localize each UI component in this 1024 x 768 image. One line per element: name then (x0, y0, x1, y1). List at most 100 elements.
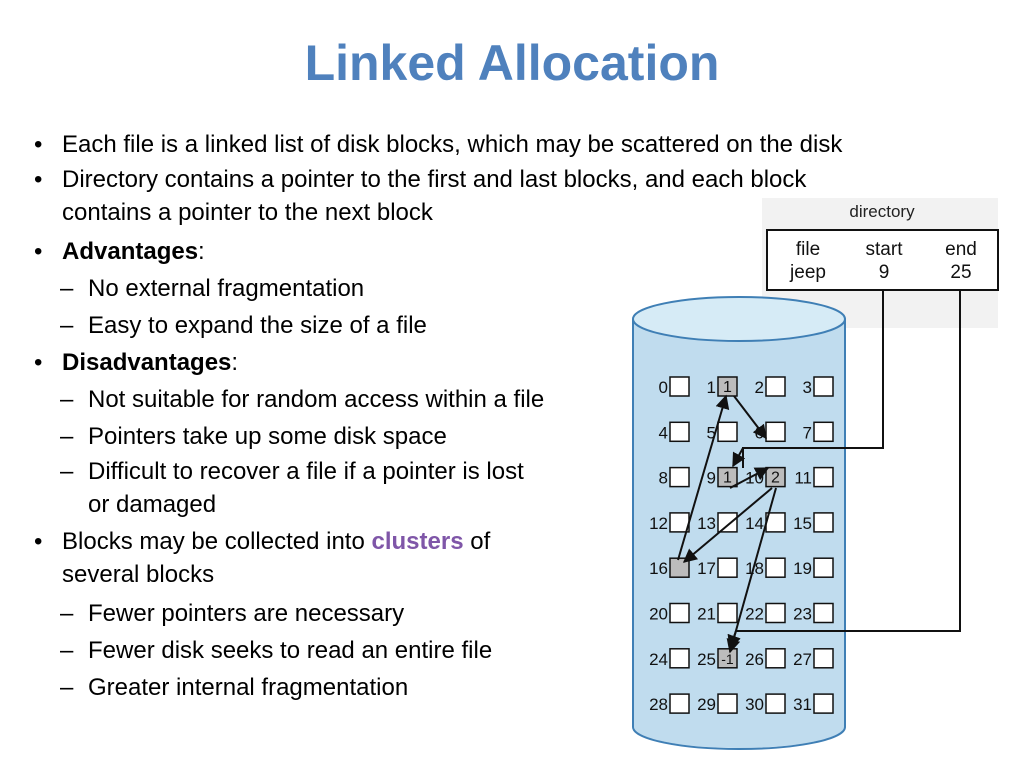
disk-cylinder-bottom (632, 726, 846, 750)
sub-bullet-dash: – (60, 637, 74, 664)
block-8 (669, 466, 690, 488)
chain-arrow-16-to-1 (677, 394, 730, 561)
block-number-19: 19 (793, 559, 812, 578)
block-7 (813, 421, 834, 443)
directory-caption: directory (849, 202, 915, 221)
end-pointer-line (736, 290, 961, 632)
sub-bullet-fewer-seeks: – Fewer disk seeks to read an entire fil… (34, 632, 954, 669)
block-pointer-10: 2 (771, 470, 780, 487)
block-number-8: 8 (659, 469, 668, 488)
block-15 (813, 512, 834, 533)
bullet-text: contains a pointer to the next block (62, 199, 433, 226)
block-24 (669, 648, 690, 669)
bullet-text: Blocks may be collected into (62, 528, 372, 555)
block-number-0: 0 (659, 378, 668, 397)
sub-bullet-text: Pointers take up some disk space (88, 423, 447, 450)
sub-bullet-text: or damaged (88, 491, 217, 518)
colon: : (231, 349, 239, 376)
sub-bullet-dash: – (60, 458, 74, 485)
directory-entry-file: jeep (789, 262, 826, 283)
bullet-dot: • (34, 131, 43, 158)
disk-cylinder-bottom-fill (634, 706, 844, 748)
block-21 (717, 602, 738, 624)
disk-cylinder-body (633, 319, 845, 727)
block-13 (717, 512, 738, 533)
block-pointer-1: 1 (723, 379, 732, 396)
bullet-text: several blocks (62, 561, 215, 588)
sub-bullet-dash: – (60, 386, 74, 413)
block-23 (813, 602, 834, 624)
block-6 (765, 421, 786, 443)
block-number-9: 9 (707, 469, 716, 488)
bullet-text: Directory contains a pointer to the firs… (62, 166, 807, 193)
sub-bullet-dash: – (60, 674, 74, 701)
sub-bullet-dash: – (60, 423, 74, 450)
sub-bullet-text: Greater internal fragmentation (88, 674, 409, 701)
block-number-23: 23 (793, 605, 812, 624)
block-number-15: 15 (793, 514, 812, 533)
block-number-28: 28 (649, 695, 668, 714)
disk-cylinder-top (632, 296, 846, 342)
block-5 (717, 421, 738, 443)
directory-header-start: start (866, 239, 904, 260)
block-number-26: 26 (745, 650, 764, 669)
chain-arrow-10-to-25 (726, 487, 777, 654)
block-number-22: 22 (745, 605, 764, 624)
directory-header-file: file (796, 239, 820, 260)
block-number-16: 16 (649, 559, 668, 578)
block-4 (669, 421, 690, 443)
block-number-20: 20 (649, 605, 668, 624)
bullet-text: Each file is a linked list of disk block… (62, 131, 843, 158)
slide-title: Linked Allocation (304, 35, 720, 91)
directory-header-end: end (945, 239, 977, 260)
block-number-18: 18 (745, 559, 764, 578)
chain-arrow-10-to-16 (682, 487, 773, 563)
block-number-17: 17 (697, 559, 716, 578)
block-number-2: 2 (755, 378, 764, 397)
block-3 (813, 376, 834, 397)
block-26 (765, 648, 786, 669)
chain-arrow-9-to-10 (729, 467, 770, 489)
block-27 (813, 648, 834, 669)
sub-bullet-internal-fragmentation: – Greater internal fragmentation (34, 669, 954, 706)
block-9 (717, 466, 738, 488)
sub-bullet-no-external-fragmentation: – No external fragmentation (34, 270, 954, 307)
directory-table (766, 229, 999, 291)
block-pointer-25: -1 (721, 651, 734, 667)
block-pointer-9: 1 (723, 470, 732, 487)
block-19 (813, 557, 834, 578)
bullet-disadvantages: • Disadvantages: (34, 344, 954, 381)
block-number-4: 4 (659, 423, 668, 442)
bullet-dot: • (34, 238, 43, 265)
sub-bullet-fewer-pointers: – Fewer pointers are necessary (34, 595, 954, 632)
block-22 (765, 602, 786, 624)
block-number-29: 29 (697, 695, 716, 714)
block-number-30: 30 (745, 695, 764, 714)
sub-bullet-dash: – (60, 275, 74, 302)
block-number-12: 12 (649, 514, 668, 533)
clusters-keyword: clusters (371, 528, 464, 555)
block-number-3: 3 (803, 378, 812, 397)
sub-bullet-random-access: – Not suitable for random access within … (34, 381, 954, 418)
advantages-label: Advantages (62, 238, 199, 265)
block-number-27: 27 (793, 650, 812, 669)
sub-bullet-text: Not suitable for random access within a … (88, 386, 545, 413)
bullet-clusters: • Blocks may be collected into clusters … (34, 525, 954, 595)
sub-bullet-text: Easy to expand the size of a file (88, 312, 427, 339)
directory-entry-start: 9 (879, 262, 890, 283)
sub-bullet-pointer-space: – Pointers take up some disk space (34, 418, 954, 455)
block-20 (669, 602, 690, 624)
sub-bullet-text: Fewer disk seeks to read an entire file (88, 637, 493, 664)
bullet-advantages: • Advantages: (34, 233, 954, 270)
disadvantages-label: Disadvantages (62, 349, 232, 376)
directory-entry-end: 25 (950, 262, 971, 283)
bullet-list: • Each file is a linked list of disk blo… (34, 126, 954, 706)
sub-bullet-recover: – Difficult to recover a file if a point… (34, 455, 954, 525)
sub-bullet-text: No external fragmentation (88, 275, 365, 302)
block-number-31: 31 (793, 695, 812, 714)
sub-bullet-text: Difficult to recover a file if a pointer… (88, 458, 524, 485)
bullet-text: of (463, 528, 491, 555)
